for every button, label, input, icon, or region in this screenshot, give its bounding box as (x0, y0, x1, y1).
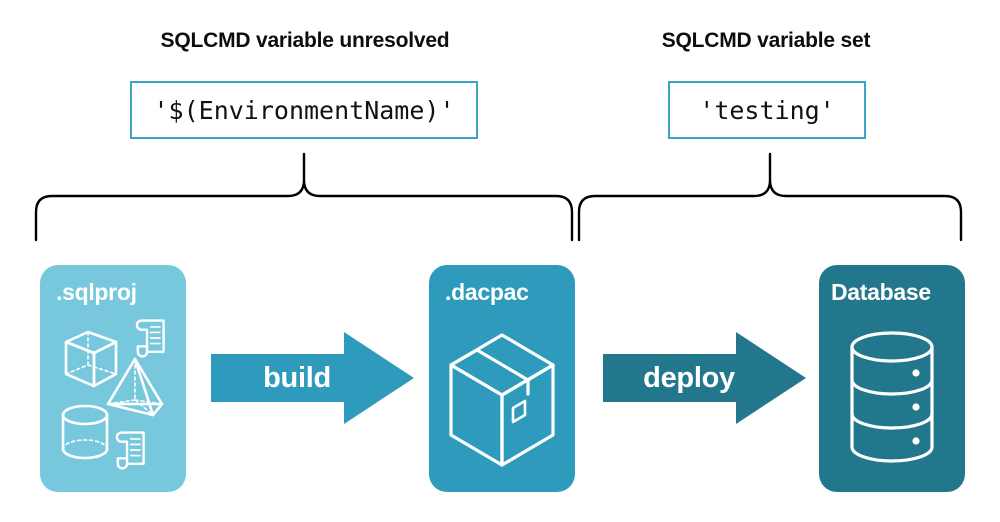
package-box-icon (449, 333, 555, 467)
arrow-build-shape (211, 332, 414, 424)
section-heading-right: SQLCMD variable set (661, 29, 871, 52)
arrow-deploy: deploy (603, 332, 806, 424)
variable-value-box-left: '$(EnvironmentName)' (130, 81, 478, 139)
database-cylinder-icon (850, 331, 934, 463)
artifact-dacpac-label: .dacpac (445, 279, 529, 305)
arrow-build: build (211, 332, 414, 424)
brace-right (577, 152, 963, 242)
project-objects-icon (61, 319, 165, 470)
arrow-build-label: build (263, 361, 331, 394)
artifact-database: Database (819, 265, 965, 492)
arrow-deploy-label: deploy (643, 361, 735, 394)
artifact-sqlproj: .sqlproj (40, 265, 186, 492)
section-heading-left: SQLCMD variable unresolved (160, 29, 450, 52)
arrow-deploy-shape (603, 332, 806, 424)
brace-left (34, 152, 574, 242)
artifact-dacpac: .dacpac (429, 265, 575, 492)
artifact-database-label: Database (831, 279, 931, 305)
variable-value-box-right: 'testing' (668, 81, 866, 139)
artifact-sqlproj-label: .sqlproj (56, 279, 137, 305)
